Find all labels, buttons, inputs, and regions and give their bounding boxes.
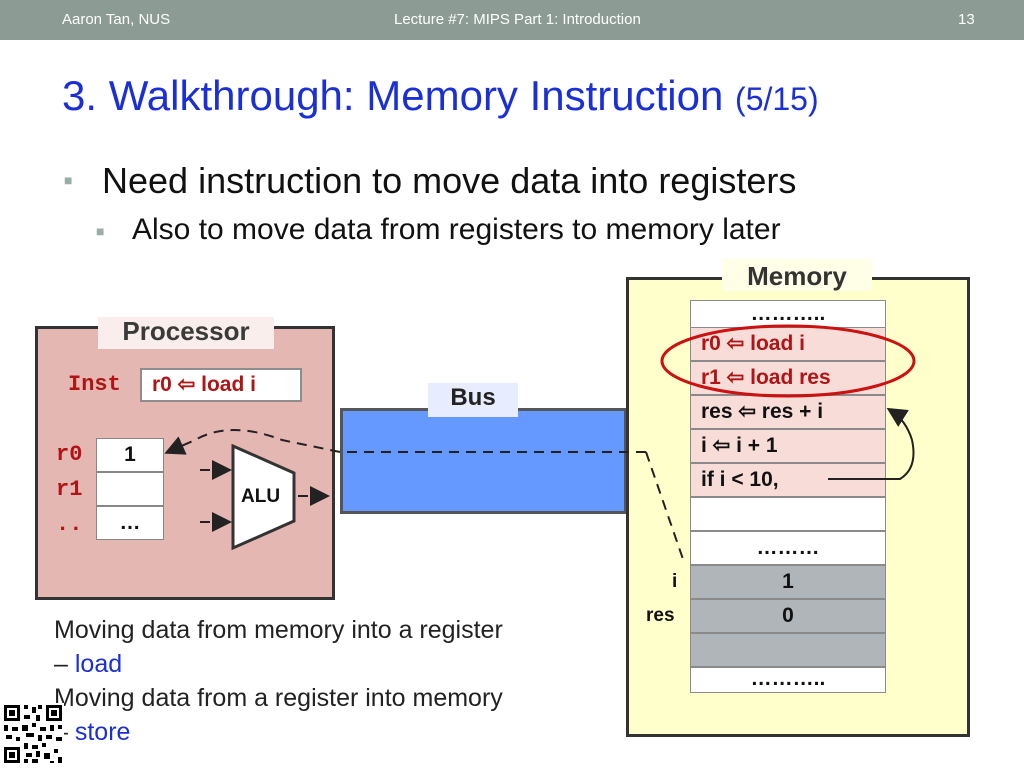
slide-title-main: 3. Walkthrough: Memory Instruction [62,72,736,119]
processor-label: Processor [98,317,274,349]
register-label-more: .. [56,512,83,537]
bus-box [340,408,627,514]
alu-shape [231,443,296,551]
memory-cell-gray-empty [690,633,886,667]
memory-cell-res: 0 [690,599,886,633]
register-label-r1: r1 [56,477,83,502]
register-label-r0: r0 [56,442,83,467]
bus-label: Bus [428,383,518,417]
bullet-marker-icon: ■ [96,223,105,239]
bullet-level-2-text: Also to move data from registers to memo… [132,213,781,246]
memory-cell-dots-mid: ……… [690,531,886,565]
highlight-ellipse [660,324,916,398]
slide-title-sub: (5/15) [735,81,819,117]
slide-title: 3. Walkthrough: Memory Instruction (5/15… [62,72,819,120]
memory-var-label-res: res [646,605,675,626]
note-line-2: – load [54,650,122,679]
memory-cell-inst-4: i ⇦ i + 1 [690,429,886,463]
note-line-4: – store [54,718,130,747]
load-term: load [74,650,123,678]
memory-cell-inst-3: res ⇦ res + i [690,395,886,429]
author-label: Aaron Tan, NUS [62,11,171,28]
memory-cell-empty [690,497,886,531]
alu-label: ALU [241,486,281,507]
memory-label: Memory [722,259,872,291]
memory-data-path [645,451,685,563]
to-register-path [164,429,341,455]
memory-var-label-i: i [672,571,678,592]
memory-cell-dots-top: ……….. [690,300,886,328]
register-r0: 1 [96,438,164,472]
memory-cell-i: 1 [690,565,886,599]
bullet-level-1-text: Need instruction to move data into regis… [102,160,797,201]
bullet-marker-icon: ■ [64,172,73,188]
memory-cell-dots-bottom: ……….. [690,667,886,693]
loop-arrow [828,407,915,480]
lecture-title: Lecture #7: MIPS Part 1: Introduction [394,11,641,28]
store-term: store [74,718,131,746]
register-more: … [96,506,164,540]
header-bar [0,0,1024,40]
note-line-1: Moving data from memory into a register [54,616,503,644]
note-dash: – [54,650,75,678]
qr-code-icon [2,703,64,765]
inst-label: Inst [68,372,121,397]
register-r1 [96,472,164,506]
page-number: 13 [958,11,975,28]
memory-cell-inst-2: r1 ⇦ load res [690,361,886,395]
inst-register: r0 ⇦ load i [140,368,302,402]
note-line-3: Moving data from a register into memory [54,684,503,712]
